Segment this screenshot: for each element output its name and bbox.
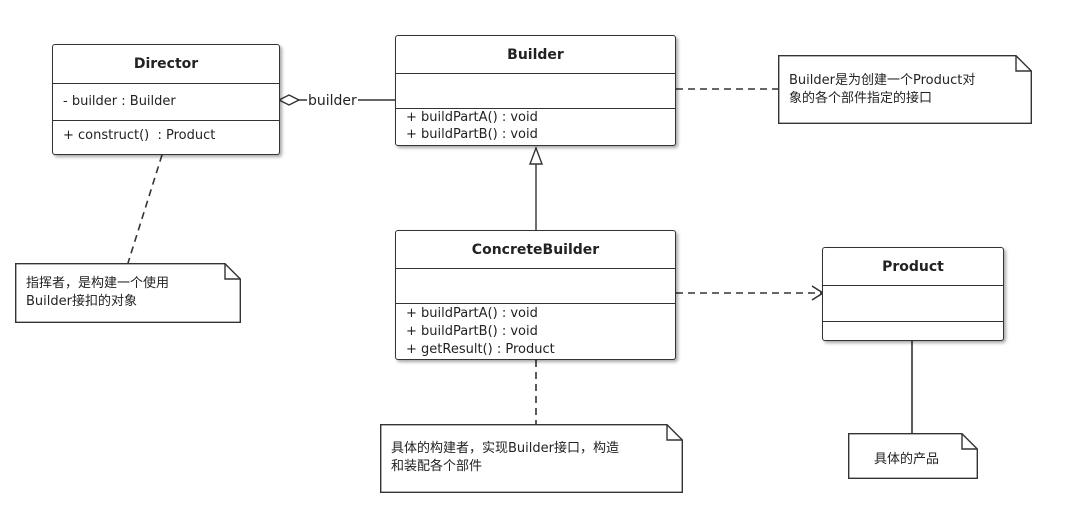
concrete-builder-note[interactable]: 具体的构建者，实现Builder接口，构造 和装配各个部件 (380, 424, 683, 493)
class-name: Builder (396, 36, 675, 74)
note-line: 和装配各个部件 (391, 459, 483, 474)
class-name: Director (53, 45, 279, 84)
operations-section: + construct() : Product (53, 121, 279, 154)
operation: + buildPartB() : void (406, 324, 538, 339)
operation: + buildPartB() : void (406, 127, 538, 142)
concrete-builder-class[interactable]: ConcreteBuilder + buildPartA() : void + … (395, 230, 676, 360)
operation: + getResult() : Product (406, 342, 555, 357)
attributes-section: - builder : Builder (53, 84, 279, 121)
note-line: 具体的构建者，实现Builder接口，构造 (391, 441, 619, 456)
builder-note[interactable]: Builder是为创建一个Product对 象的各个部件指定的接口 (778, 55, 1032, 124)
note-line: 象的各个部件指定的接口 (789, 91, 933, 106)
product-note[interactable]: 具体的产品 (848, 433, 978, 479)
note-text: 具体的产品 (874, 451, 939, 469)
attribute: - builder : Builder (63, 94, 176, 109)
attributes-section (396, 269, 675, 304)
operations-section: + buildPartA() : void + buildPartB() : v… (396, 109, 675, 145)
aggregation-diamond (277, 94, 301, 106)
operation: + buildPartA() : void (406, 306, 538, 321)
note-line: 指挥者，是构建一个使用 (26, 276, 170, 291)
operations-section: + buildPartA() : void + buildPartB() : v… (396, 304, 675, 359)
operations-section (823, 322, 1003, 340)
director-note[interactable]: 指挥者，是构建一个使用 Builder接扣的对象 (15, 263, 241, 323)
operation: + buildPartA() : void (406, 110, 538, 125)
director-note-link (127, 154, 163, 264)
attributes-section (823, 286, 1003, 322)
operation: + construct() : Product (63, 128, 216, 143)
note-text: 指挥者，是构建一个使用 Builder接扣的对象 (26, 275, 169, 311)
note-shape (848, 433, 978, 479)
note-shape (15, 263, 241, 323)
note-line: Builder接扣的对象 (26, 294, 137, 309)
note-text: 具体的构建者，实现Builder接口，构造 和装配各个部件 (391, 440, 619, 476)
note-line: 具体的产品 (874, 452, 940, 467)
builder-class[interactable]: Builder + buildPartA() : void + buildPar… (395, 35, 676, 146)
association-label: builder (307, 93, 358, 109)
generalization-arrowhead (528, 146, 544, 165)
director-class[interactable]: Director - builder : Builder + construct… (52, 44, 280, 155)
note-line: Builder是为创建一个Product对 (789, 73, 976, 88)
attributes-section (396, 74, 675, 109)
product-class[interactable]: Product (822, 247, 1004, 341)
class-name: ConcreteBuilder (396, 231, 675, 269)
note-text: Builder是为创建一个Product对 象的各个部件指定的接口 (789, 72, 975, 108)
note-shape (380, 424, 683, 493)
class-name: Product (823, 248, 1003, 286)
note-shape (778, 55, 1032, 124)
